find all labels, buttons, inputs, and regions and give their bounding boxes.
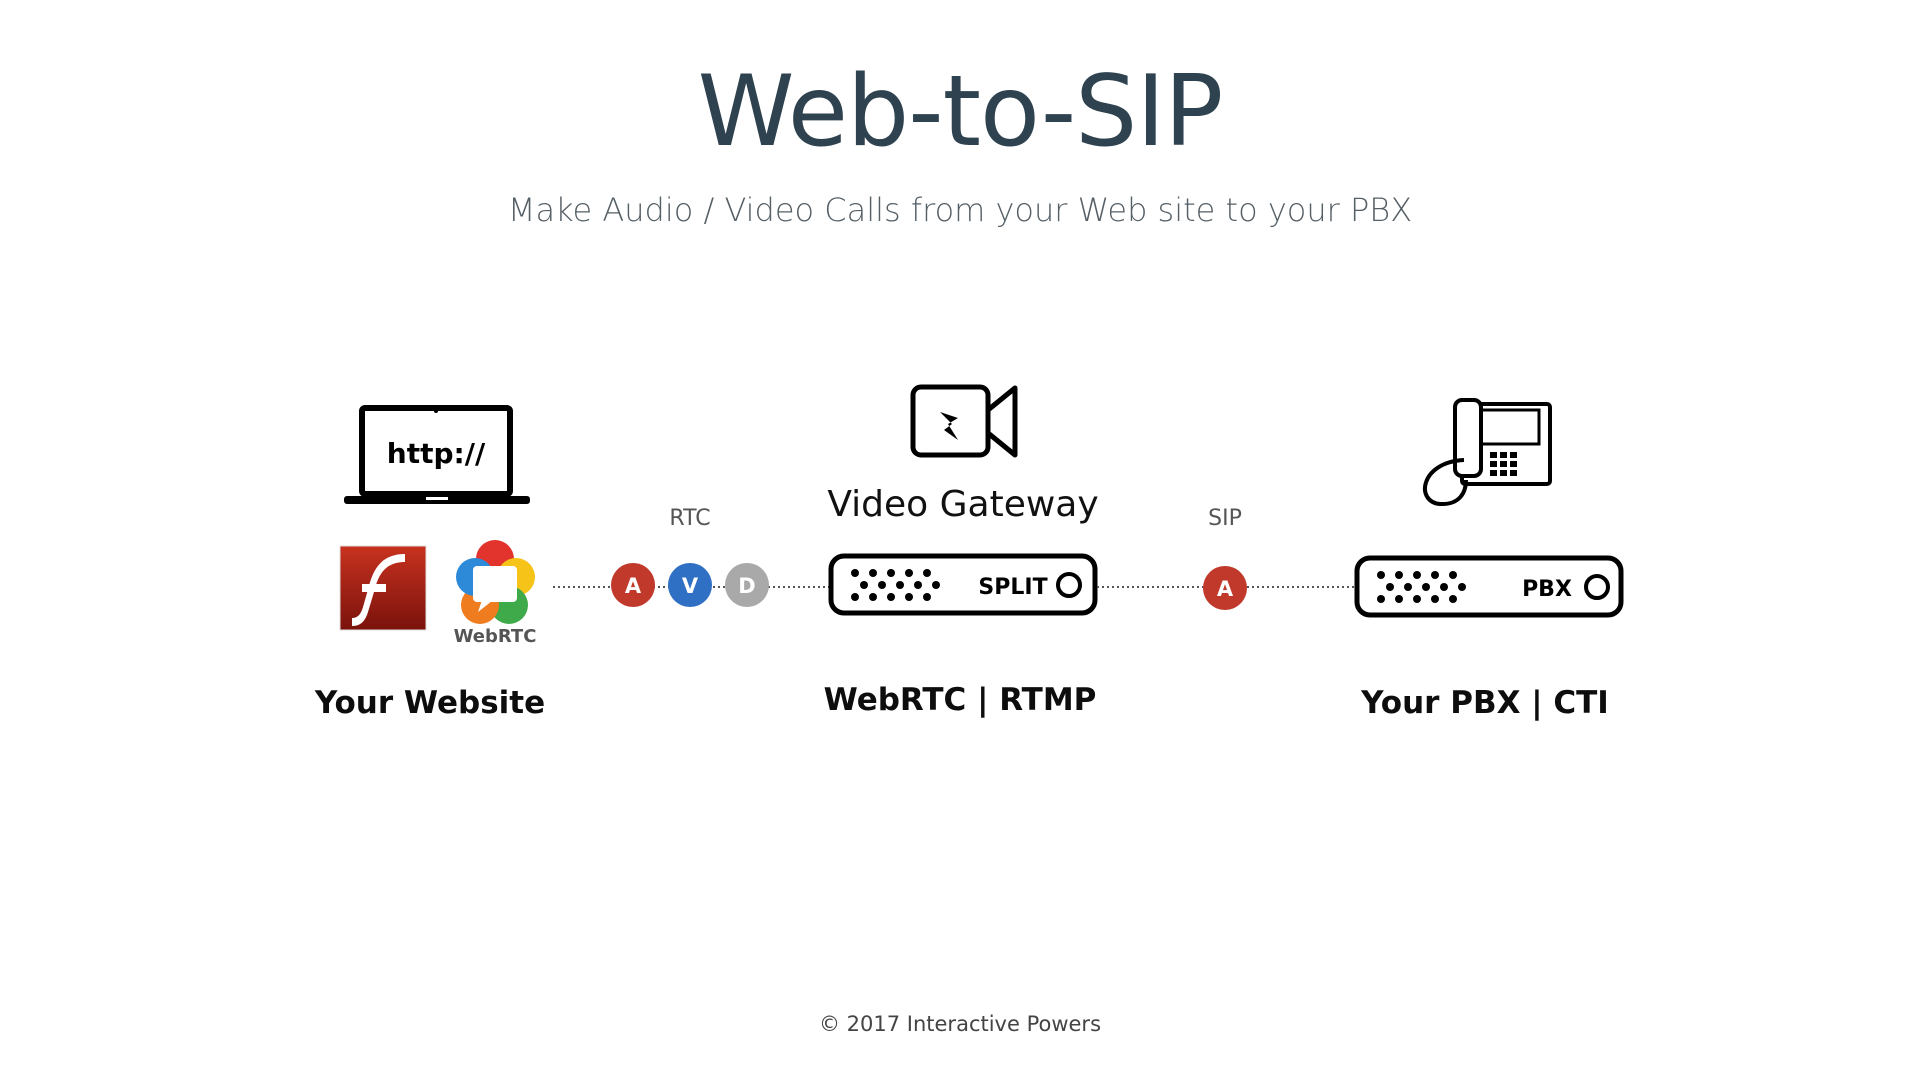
svg-text:A: A <box>1217 577 1234 601</box>
gateway-title: Video Gateway <box>827 484 1099 525</box>
flash-logo-icon <box>339 545 427 631</box>
sip-label: SIP <box>1208 506 1242 531</box>
rtc-channel-data: D <box>725 563 769 607</box>
sip-channel-audio: A <box>1203 566 1247 610</box>
rtc-channel-video: V <box>668 563 712 607</box>
webrtc-logo-text: WebRTC <box>454 626 537 647</box>
svg-text:A: A <box>625 574 642 598</box>
video-camera-icon <box>910 384 1018 458</box>
pbx-label: Your PBX | CTI <box>1361 685 1609 721</box>
pbx-device-text: PBX <box>1522 577 1572 602</box>
laptop-url-text: http:// <box>387 437 486 470</box>
desk-phone-icon <box>1423 398 1552 507</box>
svg-text:V: V <box>682 574 699 598</box>
webrtc-logo-icon: WebRTC <box>454 540 537 647</box>
gateway-label: WebRTC | RTMP <box>823 682 1097 718</box>
svg-text:D: D <box>738 574 755 598</box>
rtc-channel-audio: A <box>611 563 655 607</box>
page-title: Web-to-SIP <box>697 55 1224 169</box>
page-subtitle: Make Audio / Video Calls from your Web s… <box>507 191 1413 229</box>
footer-copyright: © 2017 Interactive Powers <box>818 1012 1102 1036</box>
gateway-device-icon: SPLIT <box>828 553 1098 616</box>
gateway-device-text: SPLIT <box>978 575 1047 600</box>
pbx-device-icon: PBX <box>1354 555 1624 618</box>
rtc-label: RTC <box>669 506 711 531</box>
website-label: Your Website <box>314 685 546 721</box>
laptop-icon: http:// <box>344 405 530 504</box>
